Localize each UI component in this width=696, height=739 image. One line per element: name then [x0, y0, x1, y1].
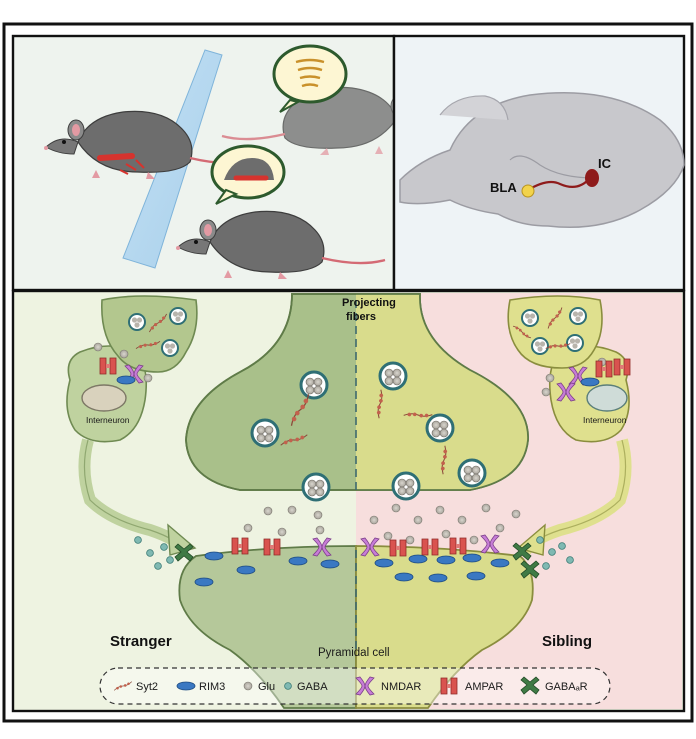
brain-panel: BLA IC: [392, 34, 686, 292]
thought-bubble-top: [272, 44, 348, 113]
legend-gabaar: GABAₐR: [545, 681, 588, 693]
interneuron-left: Interneuron: [66, 345, 197, 556]
gaba-icon: [284, 682, 292, 690]
interneuron-right-label: Interneuron: [583, 415, 627, 425]
ic-label: IC: [598, 156, 612, 171]
bla-label: BLA: [490, 180, 517, 195]
mouse-left: [42, 110, 255, 181]
projection-fiber: [527, 177, 591, 191]
thought-bubble-middle: [210, 144, 286, 205]
legend-rim3: RIM3: [199, 681, 225, 693]
rim3-icon: [176, 681, 196, 691]
legend-ampar: AMPAR: [465, 681, 503, 693]
ic-marker: [585, 169, 599, 187]
glu-icon: [243, 681, 253, 691]
bla-marker: [521, 184, 535, 198]
legend-syt2: Syt2: [136, 681, 158, 693]
bouton-top-right: [507, 295, 603, 369]
synapse-panel: Interneuron Interneuron: [11, 289, 686, 713]
legend-nmdar: NMDAR: [381, 681, 421, 693]
legend-glu: Glu: [258, 681, 275, 693]
behavior-panel: [11, 34, 433, 292]
stranger-label: Stranger: [110, 633, 172, 650]
projecting-fibers-label-2: fibers: [346, 311, 376, 323]
sibling-label: Sibling: [542, 633, 592, 650]
pyramidal-cell-label: Pyramidal cell: [318, 647, 390, 659]
presynaptic-terminal: Projecting fibers: [185, 293, 529, 502]
legend-gaba: GABA: [297, 681, 328, 693]
projecting-fibers-label-1: Projecting: [342, 297, 396, 309]
legend: Syt2 RIM3 Glu GABA NMDAR AMPAR GABAₐR: [99, 667, 611, 705]
interneuron-left-label: Interneuron: [86, 415, 130, 425]
